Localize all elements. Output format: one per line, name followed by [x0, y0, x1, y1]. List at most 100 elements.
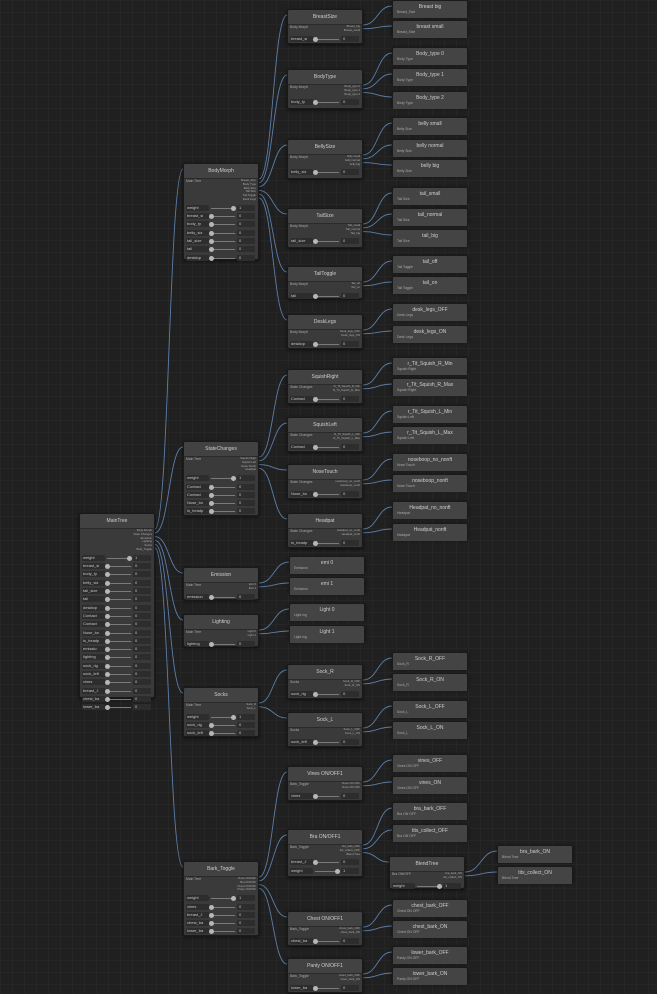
slider-knob[interactable] [209, 904, 214, 910]
parameter-value[interactable]: 0 [341, 99, 359, 106]
slider-knob[interactable] [209, 641, 214, 647]
parameter-value[interactable]: 0 [237, 730, 255, 737]
slider-knob[interactable] [105, 613, 110, 619]
parameter-slider[interactable] [315, 987, 339, 989]
slider-knob[interactable] [313, 985, 318, 991]
parameter-slider[interactable] [315, 862, 339, 864]
slider-knob[interactable] [437, 883, 442, 889]
parameter-slider[interactable] [211, 478, 235, 480]
parameter-value[interactable]: 0 [133, 563, 151, 570]
parameter-slider[interactable] [107, 690, 131, 692]
parameter-slider[interactable] [315, 343, 339, 345]
parameter-slider[interactable] [107, 682, 131, 684]
parameter-value[interactable]: 0 [133, 654, 151, 661]
parameter-value[interactable]: 0 [133, 704, 151, 711]
parameter-slider[interactable] [107, 649, 131, 651]
slider-knob[interactable] [313, 36, 318, 42]
parameter-value[interactable]: 1 [237, 713, 255, 720]
slider-knob[interactable] [105, 705, 110, 711]
parameter-slider[interactable] [107, 657, 131, 659]
parameter-value[interactable]: 0 [133, 679, 151, 686]
slider-knob[interactable] [105, 605, 110, 611]
parameter-value[interactable]: 0 [237, 254, 255, 261]
slider-knob[interactable] [105, 647, 110, 653]
parameter-value[interactable]: 0 [341, 340, 359, 347]
parameter-value[interactable]: 0 [237, 500, 255, 507]
parameter-value[interactable]: 0 [237, 213, 255, 220]
slider-knob[interactable] [105, 580, 110, 586]
parameter-value[interactable]: 0 [133, 662, 151, 669]
parameter-slider[interactable] [107, 674, 131, 675]
parameter-slider[interactable] [107, 574, 131, 576]
slider-knob[interactable] [231, 205, 236, 211]
slider-knob[interactable] [209, 912, 214, 918]
parameter-slider[interactable] [211, 511, 235, 513]
slider-knob[interactable] [209, 230, 214, 236]
parameter-value[interactable]: 0 [237, 920, 255, 927]
slider-knob[interactable] [209, 722, 214, 728]
parameter-slider[interactable] [211, 643, 235, 645]
parameter-value[interactable]: 0 [341, 35, 359, 42]
parameter-slider[interactable] [107, 632, 131, 634]
slider-knob[interactable] [231, 476, 236, 482]
slider-knob[interactable] [127, 555, 132, 561]
parameter-slider[interactable] [211, 923, 235, 925]
parameter-slider[interactable] [211, 249, 235, 251]
slider-knob[interactable] [209, 255, 214, 261]
slider-knob[interactable] [335, 868, 340, 874]
slider-knob[interactable] [313, 860, 318, 866]
parameter-slider[interactable] [315, 493, 339, 495]
parameter-value[interactable]: 0 [341, 395, 359, 402]
parameter-slider[interactable] [315, 693, 339, 695]
parameter-value[interactable]: 1 [237, 895, 255, 902]
slider-knob[interactable] [209, 509, 214, 515]
parameter-value[interactable]: 0 [237, 491, 255, 498]
